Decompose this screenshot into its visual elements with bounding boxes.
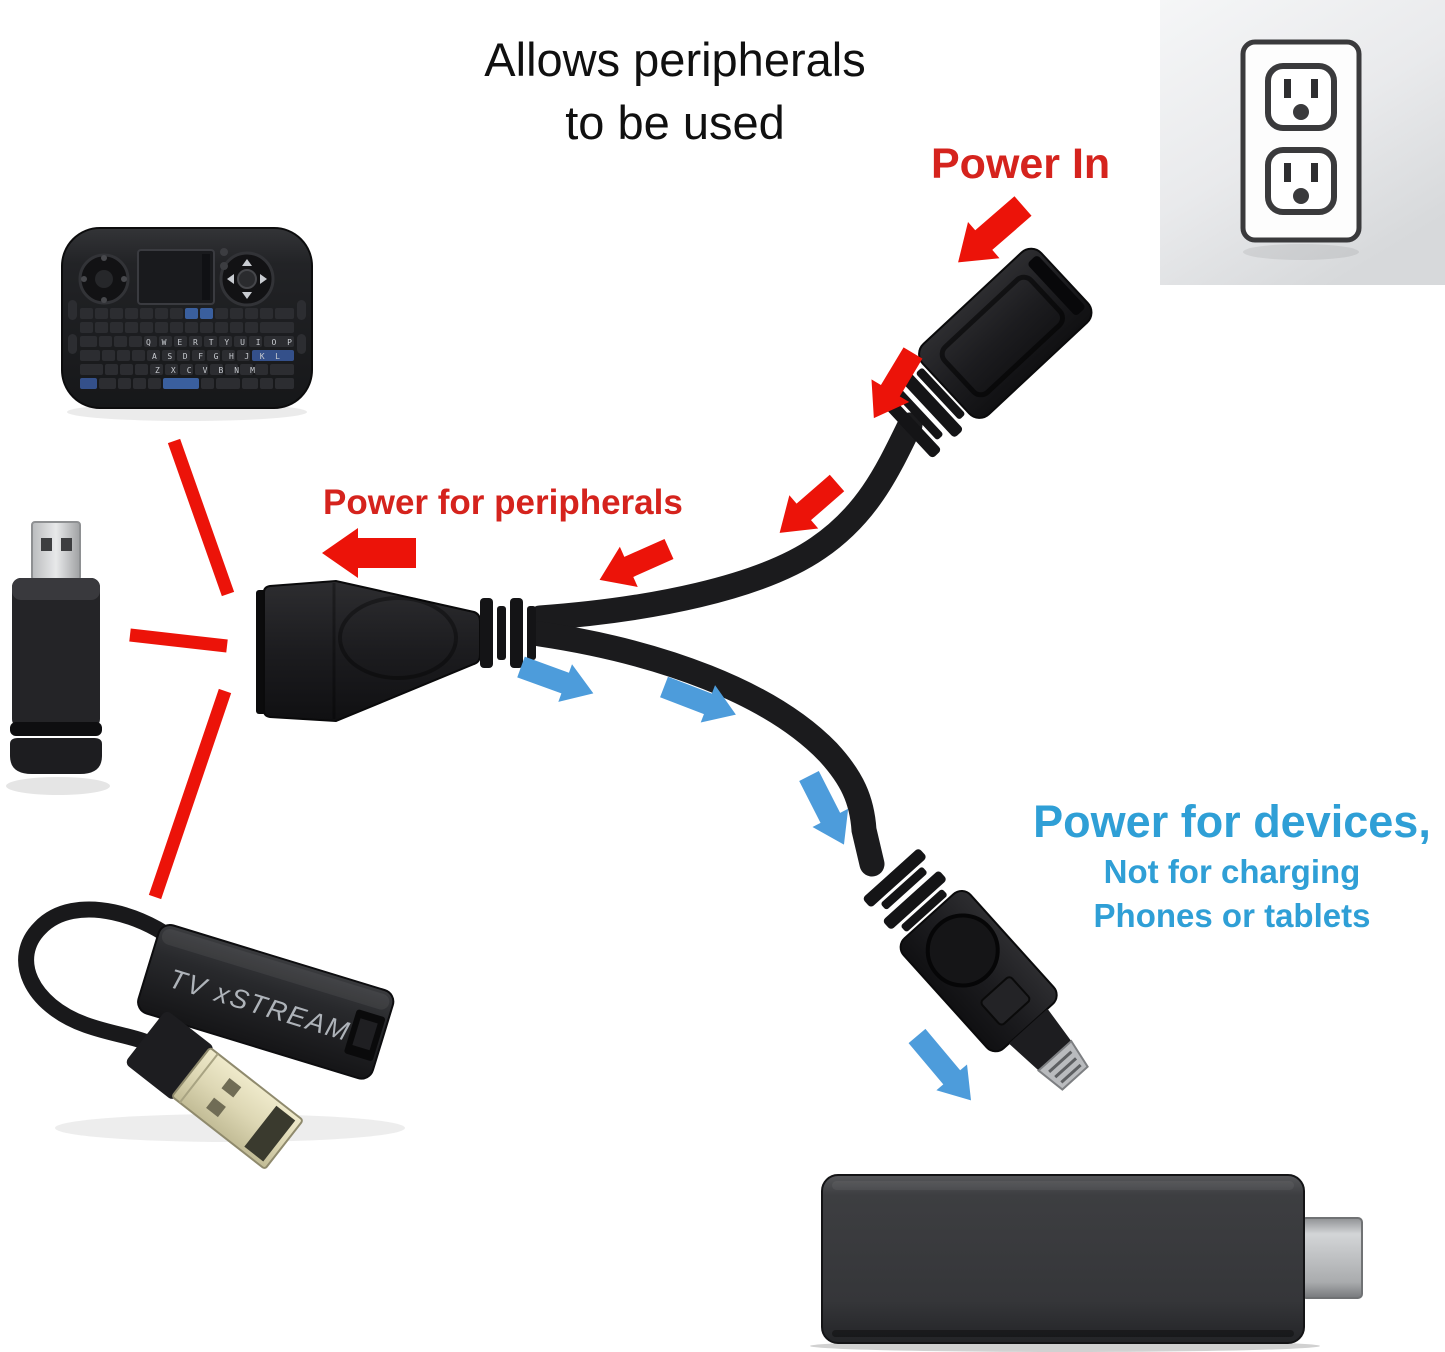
- keyboard-zxcv-row: ZXCVBNM: [155, 366, 255, 375]
- power-in-label: Power In: [931, 140, 1111, 188]
- red-flow-arrow-2: [779, 474, 845, 533]
- micro-usb-male-connector: [863, 849, 1089, 1091]
- adapter-connection-line: [148, 688, 232, 900]
- blue-flow-arrow-4: [908, 1028, 971, 1101]
- keyboard-connection-line: [167, 438, 235, 597]
- power-for-devices-label: Power for devices, Not for charging Phon…: [1020, 794, 1444, 938]
- mini-keyboard-icon: QWERTYUIOP ASDFGHJKL ZXCVBNM: [61, 227, 313, 421]
- power-for-devices-line: Power for devices,: [1033, 796, 1431, 847]
- usb-female-power-in-connector: [876, 247, 1093, 458]
- power-in-arrow: [958, 196, 1032, 263]
- diagram-title: Allows peripherals to be used: [380, 28, 970, 154]
- red-power-flow-arrows: [322, 196, 1032, 587]
- flash-drive-connection-line: [129, 628, 228, 653]
- ethernet-adapter-icon: TV xSTREAM: [18, 901, 405, 1169]
- title-line-2: to be used: [565, 96, 785, 149]
- usb-female-peripheral-connector: [256, 579, 536, 723]
- hdmi-connector: [1301, 1217, 1363, 1299]
- streaming-stick-icon: [810, 1174, 1363, 1352]
- otg-cable-icon: [256, 247, 1093, 1091]
- keyboard-asdf-row: ASDFGHJKL: [152, 352, 280, 361]
- power-for-peripherals-label: Power for peripherals: [323, 483, 683, 522]
- phones-or-tablets-line: Phones or tablets: [1093, 897, 1371, 934]
- blue-flow-arrow-3: [799, 771, 849, 845]
- blue-flow-arrow-1: [517, 656, 594, 702]
- cable-upper-branch: [527, 412, 923, 631]
- cable-lower-branch: [527, 621, 885, 877]
- title-line-1: Allows peripherals: [484, 33, 866, 86]
- red-flow-arrow-3: [599, 538, 674, 587]
- power-for-peripherals-arrow: [322, 528, 416, 578]
- blue-flow-arrow-2: [660, 676, 736, 723]
- peripheral-connection-lines: [129, 438, 235, 900]
- not-for-charging-line: Not for charging: [1103, 853, 1361, 890]
- red-flow-arrow-1: [871, 347, 923, 419]
- blue-power-flow-arrows: [517, 656, 971, 1101]
- power-outlet-icon: [1160, 0, 1445, 285]
- usb-flash-drive-icon: [6, 521, 110, 795]
